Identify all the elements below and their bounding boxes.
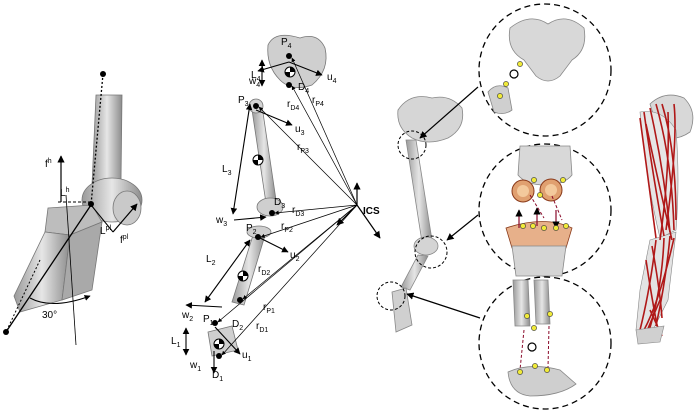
- axis-w3: [233, 214, 267, 221]
- skeleton-pelvis: [397, 96, 464, 143]
- label-L3: L3: [222, 164, 232, 177]
- pelvis: [267, 34, 327, 88]
- vector-rP2: [260, 204, 358, 238]
- hip-highlight: [397, 130, 427, 160]
- label-rP2: rP2: [281, 221, 293, 234]
- skeleton-femur: [405, 139, 433, 243]
- com-pelvis: [284, 66, 296, 78]
- Lpl-lever: [90, 204, 114, 233]
- label-D1: D1: [212, 370, 223, 383]
- com-thigh: [252, 154, 264, 166]
- label-L1: L1: [171, 336, 181, 349]
- com-shank: [237, 270, 249, 282]
- point-P1: [212, 320, 218, 326]
- label-P2: P2: [246, 223, 257, 236]
- length-brackets: [182, 59, 267, 356]
- Lpl-label: Lpl: [100, 225, 111, 237]
- Lh-label: Lh: [60, 187, 70, 199]
- axis-u1: [214, 326, 241, 355]
- vector-rP4: [291, 57, 358, 206]
- label-P1: P1: [203, 314, 214, 327]
- panel-a-knee: fh Lh Lpl fpl 30°: [3, 71, 143, 346]
- label-D4: D4: [298, 82, 309, 95]
- com-foot: [213, 338, 225, 350]
- label-rD1: rD1: [256, 321, 268, 334]
- axis-u4: [288, 61, 323, 76]
- fh-label: fh: [45, 158, 52, 170]
- axis-u2: [257, 236, 289, 253]
- vector-rP3: [258, 106, 358, 206]
- axis-top-point: [100, 71, 106, 77]
- fpl-arrow: [112, 203, 138, 233]
- femur-shaft: [91, 94, 123, 186]
- panel-d-muscles: [635, 94, 694, 345]
- zoom-ankle: [478, 276, 612, 410]
- tibia-axis-dashed: [5, 259, 41, 333]
- label-u2: u2: [290, 250, 300, 263]
- label-P3: P3: [238, 95, 249, 108]
- label-u1: u1: [242, 350, 252, 363]
- skeleton-tibia: [400, 254, 429, 291]
- knee-center: [88, 201, 94, 207]
- label-rP4: rP4: [312, 95, 324, 108]
- femur-axis: [90, 73, 104, 206]
- label-D3: D3: [274, 197, 285, 210]
- angle-label: 30°: [42, 310, 57, 321]
- vector-rD4: [291, 85, 358, 206]
- vertical-reference: [65, 194, 77, 346]
- tibia-axis: [5, 204, 92, 333]
- angle-arc: [29, 295, 91, 304]
- label-L2: L2: [206, 254, 216, 267]
- label-rP3: rP3: [297, 142, 309, 155]
- point-P3: [253, 103, 259, 109]
- hip-connector: [419, 86, 479, 139]
- label-rP1: rP1: [263, 302, 275, 315]
- axis-u3: [255, 109, 293, 126]
- vector-rD3: [274, 204, 358, 215]
- label-w1: w1: [189, 360, 201, 373]
- label-rD3: rD3: [292, 205, 304, 218]
- vector-rD1: [221, 204, 358, 356]
- label-rD4: rD4: [287, 99, 299, 112]
- point-P4: [286, 53, 292, 59]
- label-rD2: rD2: [258, 264, 270, 277]
- label-w2: w2: [181, 310, 193, 323]
- label-D2: D2: [232, 319, 243, 332]
- point-D4: [286, 82, 292, 88]
- axis-bottom-point: [3, 329, 9, 335]
- tibia-shaft: [13, 231, 71, 313]
- skeleton-knee: [413, 236, 439, 256]
- label-P4: P4: [281, 37, 292, 50]
- knee-connector: [446, 214, 479, 241]
- zoom-knee: [478, 143, 612, 277]
- point-D1: [216, 353, 222, 359]
- label-L4: L4: [251, 70, 261, 83]
- muscle-model-foot: [635, 325, 665, 345]
- label-w4: w4: [248, 76, 260, 89]
- bracket-L3: [230, 103, 253, 215]
- knee-highlight: [414, 235, 448, 269]
- axis-w2: [185, 302, 223, 309]
- vector-rP1: [217, 204, 358, 323]
- ankle-highlight: [376, 281, 406, 311]
- label-u3: u3: [295, 124, 305, 137]
- bracket-L2: [204, 239, 251, 303]
- fpl-label: fpl: [120, 234, 129, 246]
- label-u4: u4: [327, 72, 337, 85]
- zoom-hip: [478, 3, 612, 137]
- panel-c-skeleton: [376, 3, 612, 410]
- ankle-connector: [406, 292, 481, 319]
- ics-label: ICS: [363, 206, 380, 217]
- patella: [112, 190, 142, 226]
- point-D3: [269, 210, 275, 216]
- panel-b-leg-model: ICS: [171, 34, 381, 383]
- label-w3: w3: [215, 215, 227, 228]
